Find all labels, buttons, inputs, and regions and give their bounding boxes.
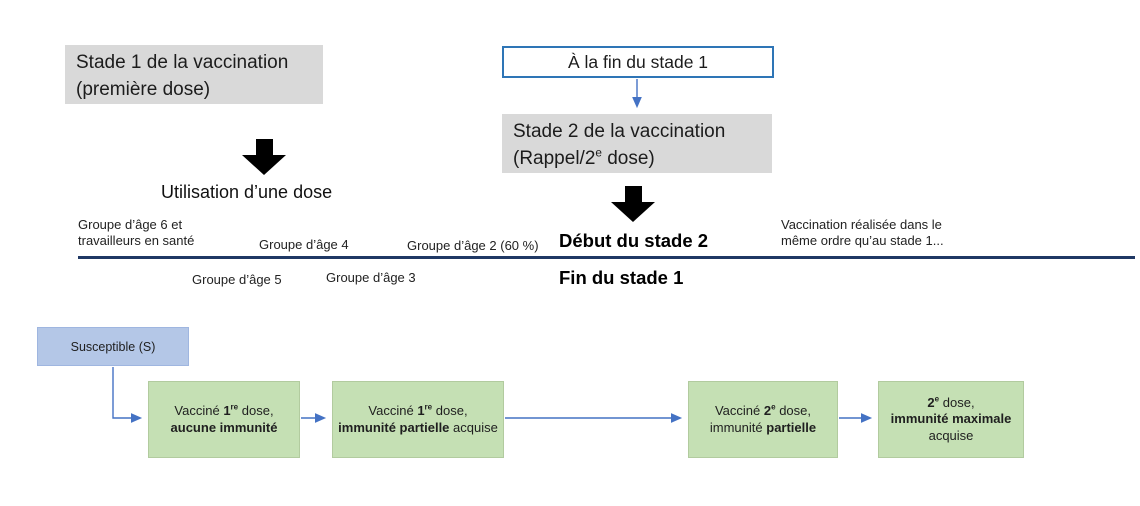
arrow-shaft xyxy=(255,139,273,155)
end-stage1-box: À la fin du stade 1 xyxy=(502,46,774,78)
end-stage1-label: À la fin du stade 1 xyxy=(567,51,709,72)
timeline-label-group5: Groupe d’âge 5 xyxy=(192,272,282,287)
group6-line1: Groupe d’âge 6 et xyxy=(78,217,183,232)
flow-box-dose2-partial-immunity: Vacciné 2e dose,immunité partielle xyxy=(688,381,838,458)
timeline-label-group6: Groupe d’âge 6 et travailleurs en santé xyxy=(78,217,194,248)
timeline-label-group4: Groupe d’âge 4 xyxy=(259,237,349,252)
flow-box-dose1-partial-immunity: Vacciné 1re dose,immunité partielle acqu… xyxy=(332,381,504,458)
note-line2: même ordre qu’au stade 1... xyxy=(781,232,944,248)
stage2-line1: Stade 2 de la vaccination xyxy=(513,121,726,142)
stage2-line2: (Rappel/2e dose) xyxy=(513,146,655,169)
stage2-box: Stade 2 de la vaccination (Rappel/2e dos… xyxy=(502,114,772,173)
timeline-line xyxy=(78,256,1135,259)
susceptible-box: Susceptible (S) xyxy=(37,327,189,366)
arrow-head xyxy=(611,202,655,222)
arrow-susceptible-to-box1 xyxy=(112,367,143,423)
stage1-line2: (première dose) xyxy=(76,79,211,100)
susceptible-label: Susceptible (S) xyxy=(70,339,156,354)
group6-line2: travailleurs en santé xyxy=(78,232,195,248)
arrow-head xyxy=(242,155,286,175)
timeline-label-fin-stage1: Fin du stade 1 xyxy=(559,267,684,288)
note-line1: Vaccination réalisée dans le xyxy=(781,217,942,232)
stage1-line1: Stade 1 de la vaccination xyxy=(76,52,289,73)
timeline-label-group2: Groupe d’âge 2 (60 %) xyxy=(407,238,539,253)
timeline-label-note: Vaccination réalisée dans le même ordre … xyxy=(781,217,944,248)
black-down-arrow-stage1-icon xyxy=(242,139,286,175)
stage1-box: Stade 1 de la vaccination (première dose… xyxy=(65,45,323,104)
flow-box-dose1-no-immunity: Vacciné 1re dose,aucune immunité xyxy=(148,381,300,458)
black-down-arrow-stage2-icon xyxy=(611,186,655,222)
usage-label: Utilisation d’une dose xyxy=(161,182,333,202)
timeline-label-group3: Groupe d’âge 3 xyxy=(326,270,416,285)
arrow-shaft xyxy=(624,186,642,202)
timeline-label-debut-stage2: Début du stade 2 xyxy=(559,230,709,251)
